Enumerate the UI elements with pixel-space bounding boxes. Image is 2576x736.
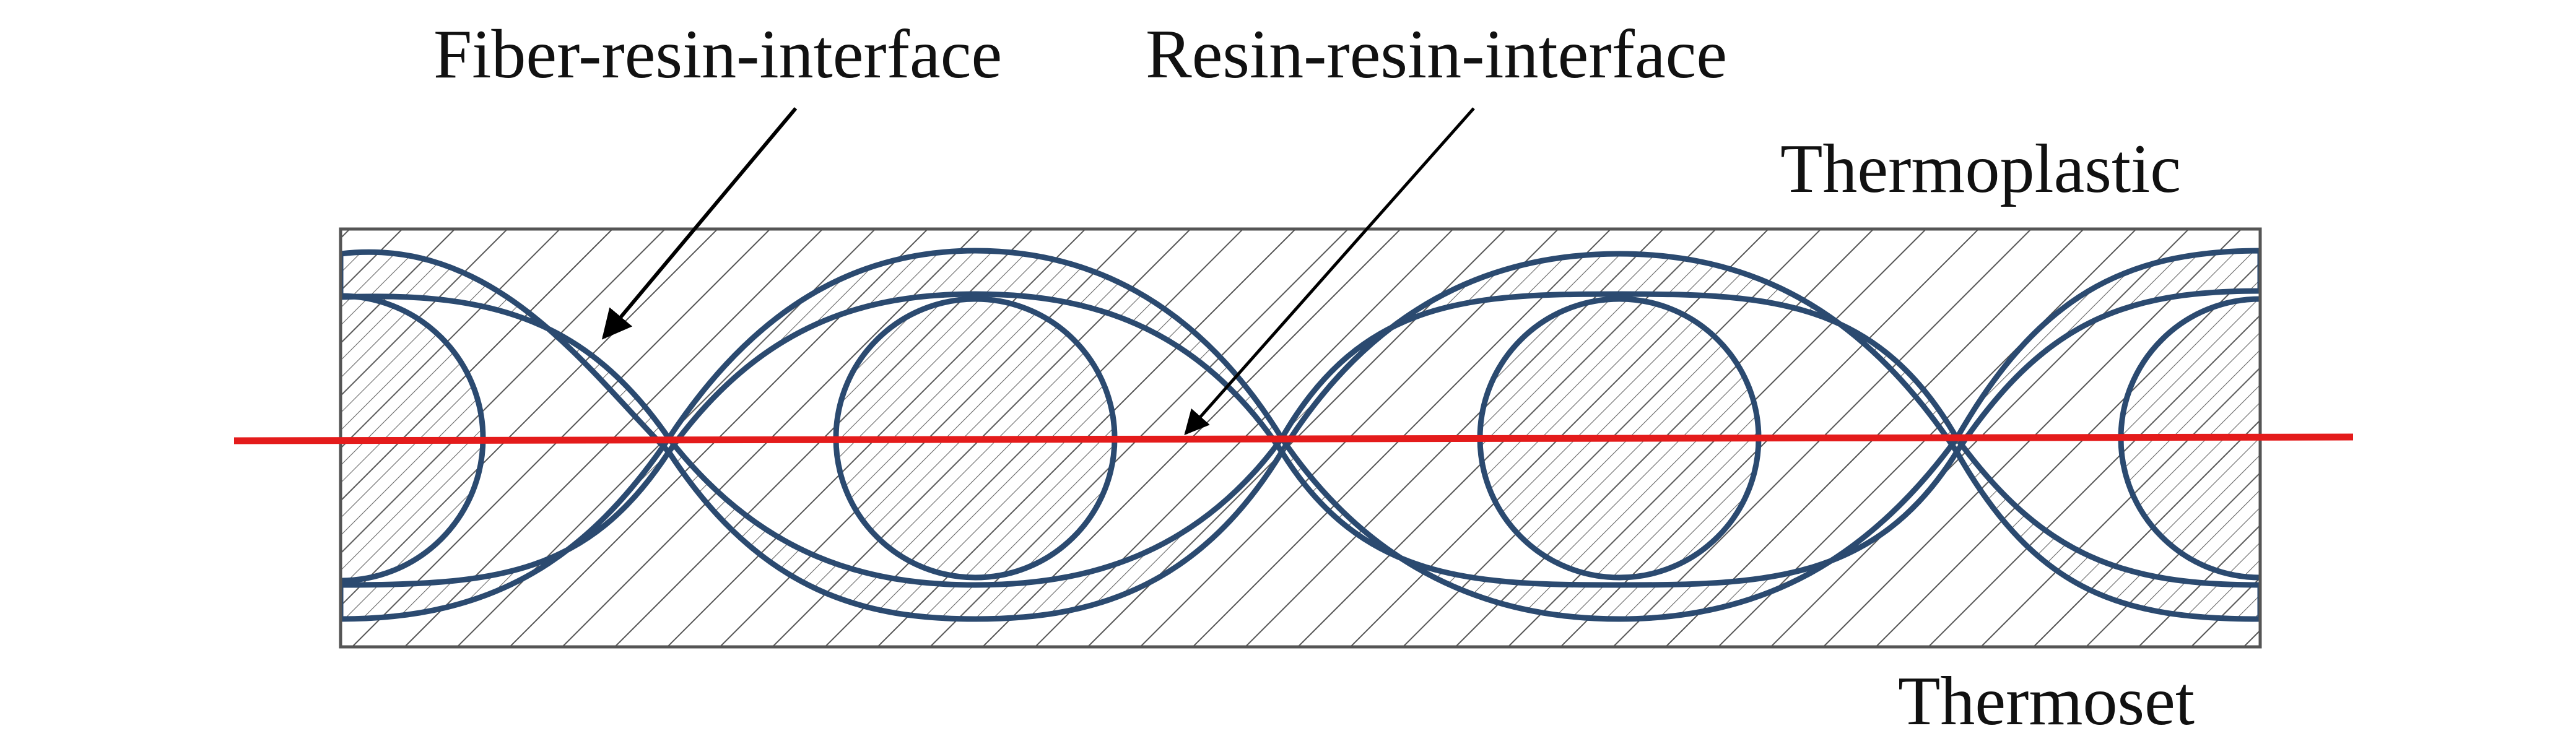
thermoplastic-label: Thermoplastic: [1780, 131, 2181, 207]
resin-resin-interface-arrow: [1184, 107, 1475, 435]
thermoplastic-thermoset-interface-line: [233, 433, 2354, 444]
fiber-resin-interface-label: Fiber-resin-interface: [433, 16, 1002, 93]
thermoset-label: Thermoset: [1898, 663, 2195, 736]
resin-resin-interface-label: Resin-resin-interface: [1146, 16, 1727, 93]
fiber-resin-interface-arrow: [601, 107, 798, 340]
